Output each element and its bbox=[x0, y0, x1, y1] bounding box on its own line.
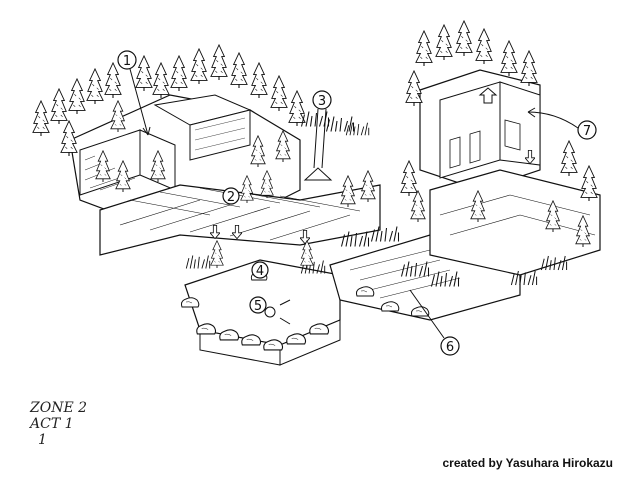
callout-3: 3 bbox=[312, 90, 332, 169]
svg-text:4: 4 bbox=[256, 264, 264, 279]
credit-text: created by Yasuhara Hirokazu bbox=[442, 456, 613, 470]
svg-text:2: 2 bbox=[227, 190, 235, 205]
svg-text:3: 3 bbox=[318, 94, 326, 109]
right-tower bbox=[400, 20, 601, 286]
act-label: ACT 1 bbox=[30, 416, 74, 432]
callout-1: 1 bbox=[117, 50, 151, 136]
callout-5: 5 bbox=[249, 296, 267, 314]
svg-text:7: 7 bbox=[583, 124, 591, 139]
act-number: 1 bbox=[38, 432, 47, 448]
callout-2: 2 bbox=[222, 187, 240, 205]
zone-label: ZONE 2 bbox=[30, 400, 88, 416]
middle-path bbox=[99, 167, 381, 256]
callout-6: 6 bbox=[409, 289, 460, 356]
svg-text:6: 6 bbox=[446, 340, 454, 355]
callout-4: 4 bbox=[251, 261, 269, 279]
svg-text:5: 5 bbox=[254, 299, 262, 314]
svg-text:1: 1 bbox=[123, 54, 131, 69]
callout-7: 7 bbox=[527, 107, 597, 140]
zone-act-note: ZONE 2 ACT 1 1 bbox=[30, 400, 87, 448]
